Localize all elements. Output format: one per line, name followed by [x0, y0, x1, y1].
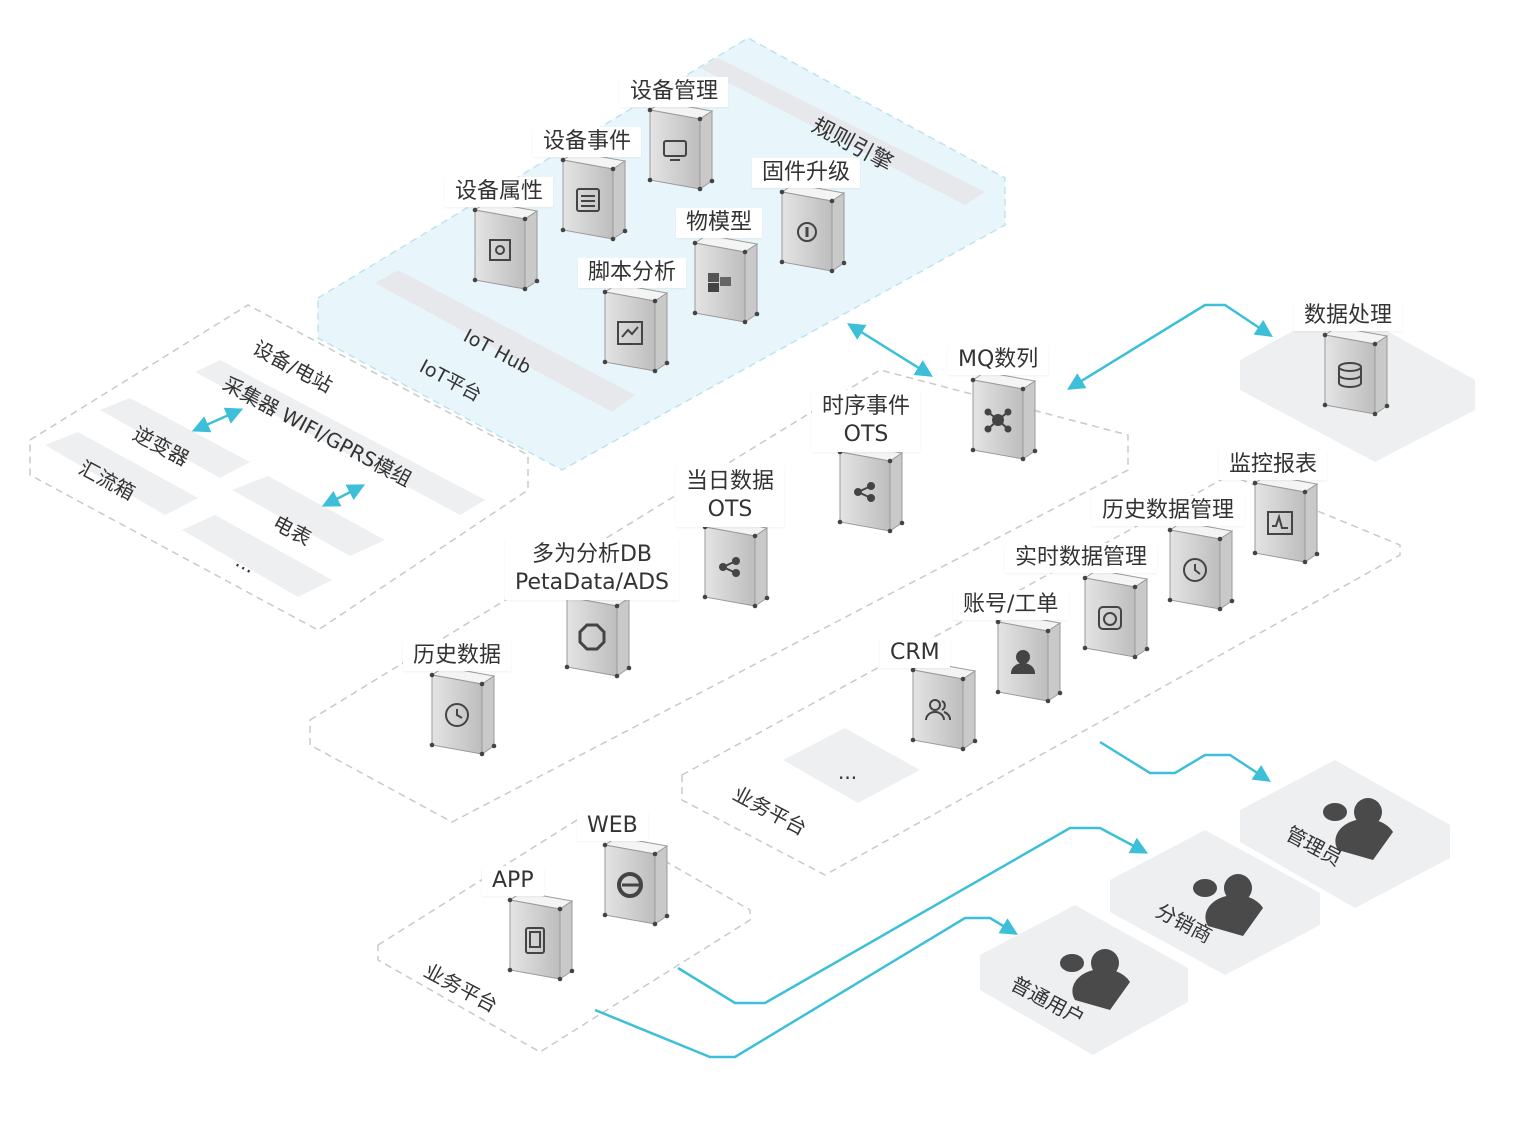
cubes-icon: [708, 273, 731, 292]
daily-data-line1: 当日数据: [686, 469, 775, 494]
device-station-region: [29, 304, 529, 631]
device-attribute-label: 设备属性: [445, 177, 554, 207]
daily-data-line2: OTS: [707, 497, 753, 522]
pulse-icon: [1267, 511, 1293, 535]
daily-data-label: 当日数据 OTS: [676, 465, 785, 527]
business-admin-arrow: [1099, 740, 1271, 782]
mq-label: MQ数列: [948, 345, 1049, 375]
script-analysis-label: 脚本分析: [578, 258, 687, 288]
data-processing-box: [1322, 326, 1390, 417]
device-management-label: 设备管理: [620, 77, 729, 107]
ie-icon: [617, 872, 643, 898]
daily-data-box: [702, 518, 770, 609]
collector-bar: [195, 360, 485, 515]
timeseries-event-label: 时序事件 OTS: [812, 390, 921, 452]
share-icon: [854, 482, 875, 502]
monitor-icon: [663, 140, 687, 161]
history-data-mgmt-label: 历史数据管理: [1092, 496, 1245, 526]
combiner-bar: [45, 432, 198, 515]
timeseries-event-box: [837, 443, 905, 534]
user-tiles: [980, 760, 1450, 1055]
tablet-icon: [525, 927, 545, 954]
multi-analysis-db-line1: 多为分析DB: [531, 542, 653, 567]
client-user-arrow: [594, 916, 1019, 1059]
iot-platform-region: [317, 37, 1006, 471]
more-business-label: ...: [838, 760, 858, 784]
net-icon: [984, 408, 1012, 433]
device-management-box: [647, 101, 715, 192]
chip-icon: [489, 239, 511, 261]
multi-analysis-db-line2: PetaData/ADS: [515, 570, 670, 595]
timeseries-event-line1: 时序事件: [822, 394, 911, 419]
history-data-mgmt-box: [1167, 521, 1235, 612]
clock-icon: [1183, 558, 1207, 582]
more-business-tile: [783, 728, 920, 803]
web-label: WEB: [577, 811, 648, 841]
mq-box: [970, 371, 1038, 462]
history-data-box: [429, 666, 497, 757]
data-processing-label: 数据处理: [1294, 301, 1403, 331]
inverter-bar: [100, 398, 250, 478]
rule-engine-bar: [700, 58, 985, 205]
normal-user-group-icon: [1060, 949, 1130, 1010]
client-distributor-arrow: [677, 826, 1149, 1005]
meter-bar: [232, 476, 385, 556]
account-ticket-label: 账号/工单: [953, 590, 1069, 620]
data-layer-region: [309, 369, 1129, 823]
users-icon: [925, 699, 951, 721]
web-box: [602, 836, 670, 927]
realtime-data-mgmt-label: 实时数据管理: [1005, 543, 1158, 573]
list-icon: [576, 188, 600, 212]
multi-analysis-db-box: [564, 588, 632, 679]
crm-label: CRM: [880, 638, 950, 668]
meter-collector-arrow: [321, 484, 366, 507]
user-icon: [1010, 650, 1036, 674]
device-event-label: 设备事件: [533, 127, 642, 157]
firmware-upgrade-label: 固件升级: [752, 158, 861, 188]
line-icon: [617, 321, 643, 345]
db-icon: [1338, 362, 1362, 388]
app-box: [507, 891, 575, 982]
monitor-report-label: 监控报表: [1219, 450, 1328, 480]
app-label: APP: [482, 866, 544, 896]
firmware-upgrade-box: [779, 183, 847, 274]
device-event-box: [560, 151, 628, 242]
script-analysis-box: [602, 283, 670, 374]
gauge-icon: [1098, 606, 1122, 630]
multi-analysis-db-label: 多为分析DB PetaData/ADS: [505, 538, 680, 600]
iot-hub-bar: [375, 270, 635, 412]
realtime-data-mgmt-box: [1082, 569, 1150, 660]
inverter-collector-arrow: [191, 407, 244, 433]
monitor-report-box: [1252, 474, 1320, 565]
thing-model-box: [692, 234, 760, 325]
device-attribute-box: [472, 201, 540, 292]
connectors: [191, 303, 1273, 1059]
gear-icon: [797, 222, 817, 242]
admin-user-group-icon: [1323, 798, 1393, 860]
iot-mq-arrow: [847, 323, 933, 377]
distributor-user-group-icon: [1193, 874, 1263, 936]
mq-processing-arrow: [1067, 303, 1273, 390]
more-device-bar: [182, 515, 332, 597]
history-data-label: 历史数据: [403, 641, 512, 671]
timeseries-event-line2: OTS: [843, 422, 889, 447]
account-ticket-box: [995, 613, 1063, 704]
oct-icon: [578, 623, 606, 651]
share-icon: [719, 557, 740, 577]
crm-box: [910, 661, 978, 752]
thing-model-label: 物模型: [676, 208, 763, 238]
history-icon: [445, 703, 469, 727]
